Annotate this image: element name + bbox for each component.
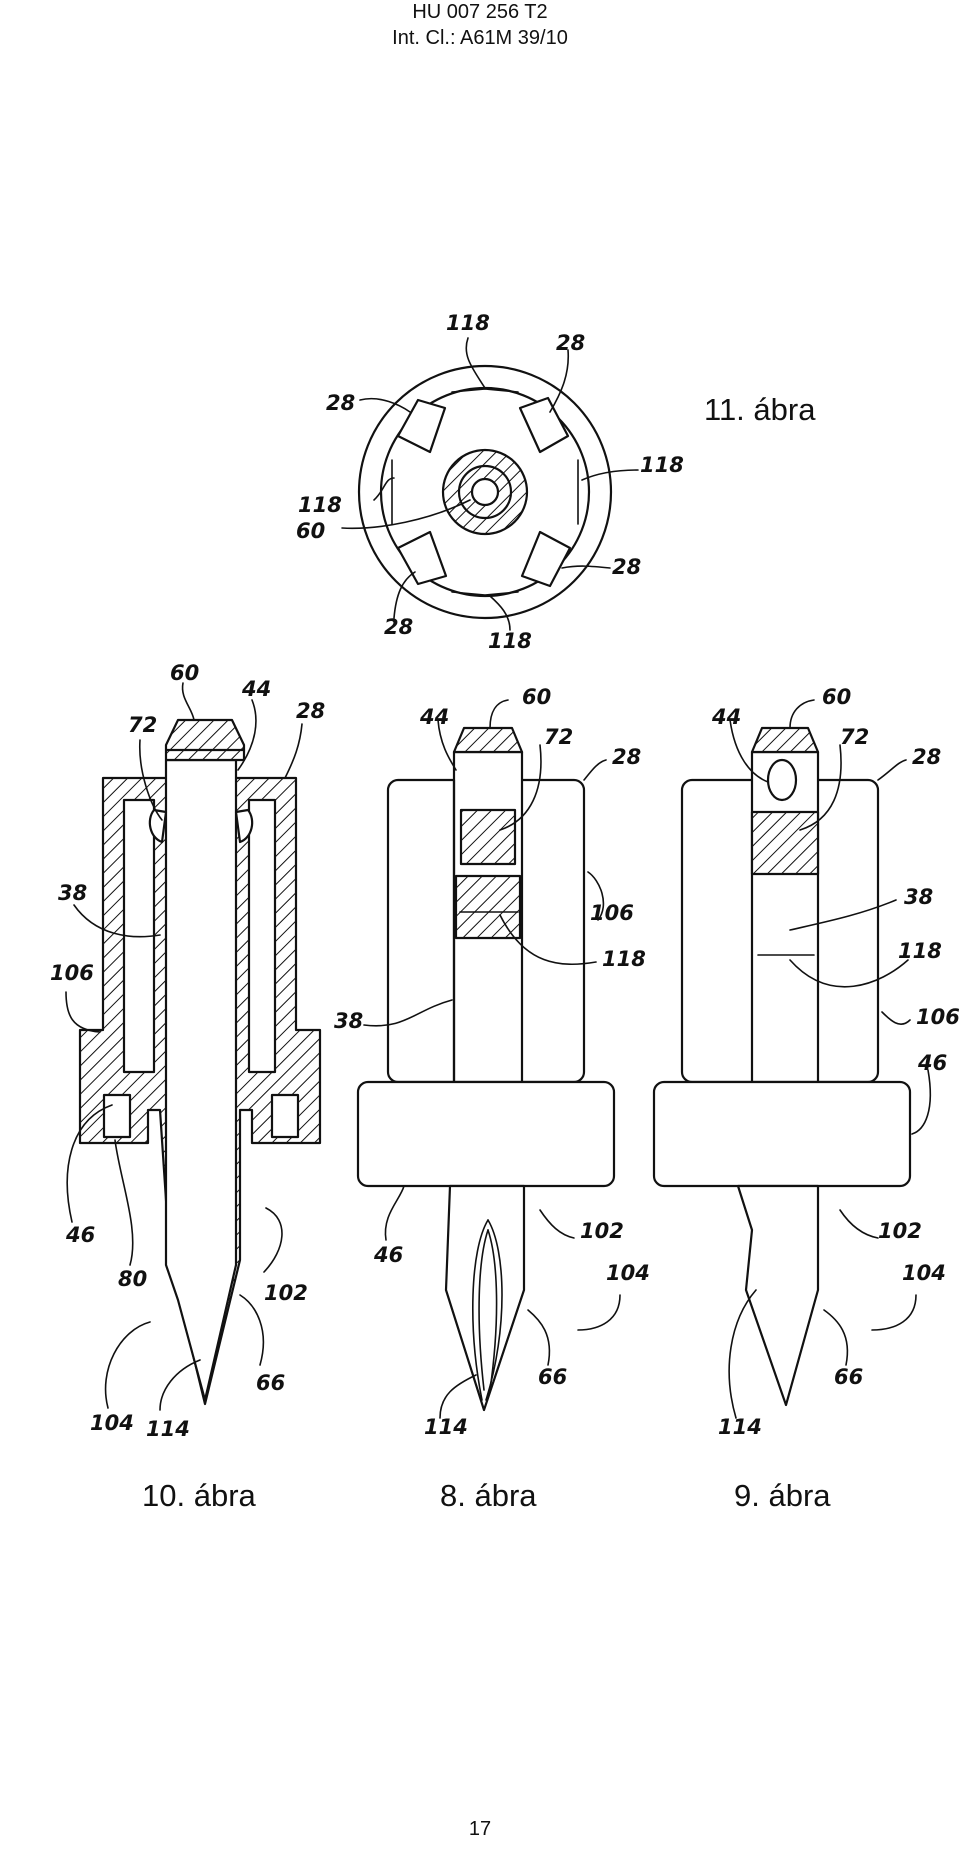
reference-numeral: 102 [878, 1219, 922, 1243]
reference-numeral: 46 [373, 1243, 403, 1267]
reference-numeral: 118 [602, 947, 646, 971]
reference-numeral: 102 [264, 1281, 308, 1305]
reference-numeral: 66 [538, 1365, 567, 1389]
reference-numeral: 66 [256, 1371, 285, 1395]
reference-numeral: 80 [118, 1267, 147, 1291]
reference-numeral: 114 [424, 1415, 468, 1439]
reference-numeral: 60 [822, 685, 851, 709]
reference-numeral: 28 [326, 391, 355, 415]
reference-numeral: 60 [170, 661, 199, 685]
reference-numeral: 118 [488, 629, 532, 653]
reference-numeral: 44 [241, 677, 271, 701]
figure-11-drawing: 118 28 28 118 118 60 28 28 118 [296, 311, 684, 653]
reference-numeral: 28 [556, 331, 585, 355]
page-number: 17 [468, 1818, 492, 1840]
reference-numeral: 38 [58, 881, 87, 905]
reference-numeral: 44 [419, 705, 449, 729]
reference-numeral: 38 [334, 1009, 363, 1033]
figure-10-caption: 10. ábra [142, 1478, 256, 1513]
figure-8-caption: 8. ábra [440, 1478, 537, 1513]
reference-numeral: 114 [718, 1415, 762, 1439]
reference-numeral: 44 [711, 705, 741, 729]
reference-numeral: 72 [128, 713, 157, 737]
reference-numeral: 28 [384, 615, 413, 639]
classification: Int. Cl.: A61M 39/10 [392, 27, 568, 49]
document-number: HU 007 256 T2 [412, 1, 548, 23]
figure-9-caption: 9. ábra [734, 1478, 831, 1513]
reference-numeral: 38 [904, 885, 933, 909]
reference-numeral: 66 [834, 1365, 863, 1389]
reference-numeral: 60 [522, 685, 551, 709]
reference-numeral: 106 [50, 961, 94, 985]
reference-numeral: 60 [296, 519, 325, 543]
reference-numeral: 46 [65, 1223, 95, 1247]
reference-numeral: 106 [590, 901, 634, 925]
reference-numeral: 28 [912, 745, 941, 769]
reference-numeral: 104 [902, 1261, 946, 1285]
reference-numeral: 118 [298, 493, 342, 517]
reference-numeral: 118 [898, 939, 942, 963]
reference-numeral: 118 [446, 311, 490, 335]
figure-11-caption: 11. ábra [704, 392, 816, 427]
reference-numeral: 118 [640, 453, 684, 477]
reference-numeral: 28 [612, 555, 641, 579]
reference-numeral: 72 [544, 725, 573, 749]
figure-9-drawing: 60 44 72 28 38 118 106 46 102 104 66 114 [652, 685, 960, 1439]
reference-numeral: 28 [296, 699, 325, 723]
reference-numeral: 104 [90, 1411, 134, 1435]
reference-numeral: 102 [580, 1219, 624, 1243]
reference-numeral: 46 [917, 1051, 947, 1075]
reference-numeral: 28 [612, 745, 641, 769]
reference-numeral: 114 [146, 1417, 190, 1441]
figure-8-drawing: 60 44 72 28 106 118 38 46 102 104 66 114 [334, 685, 650, 1439]
reference-numeral: 104 [606, 1261, 650, 1285]
reference-numeral: 106 [916, 1005, 960, 1029]
reference-numeral: 72 [840, 725, 869, 749]
figure-10-drawing: 60 44 28 72 38 106 46 80 102 66 104 114 [50, 661, 325, 1441]
